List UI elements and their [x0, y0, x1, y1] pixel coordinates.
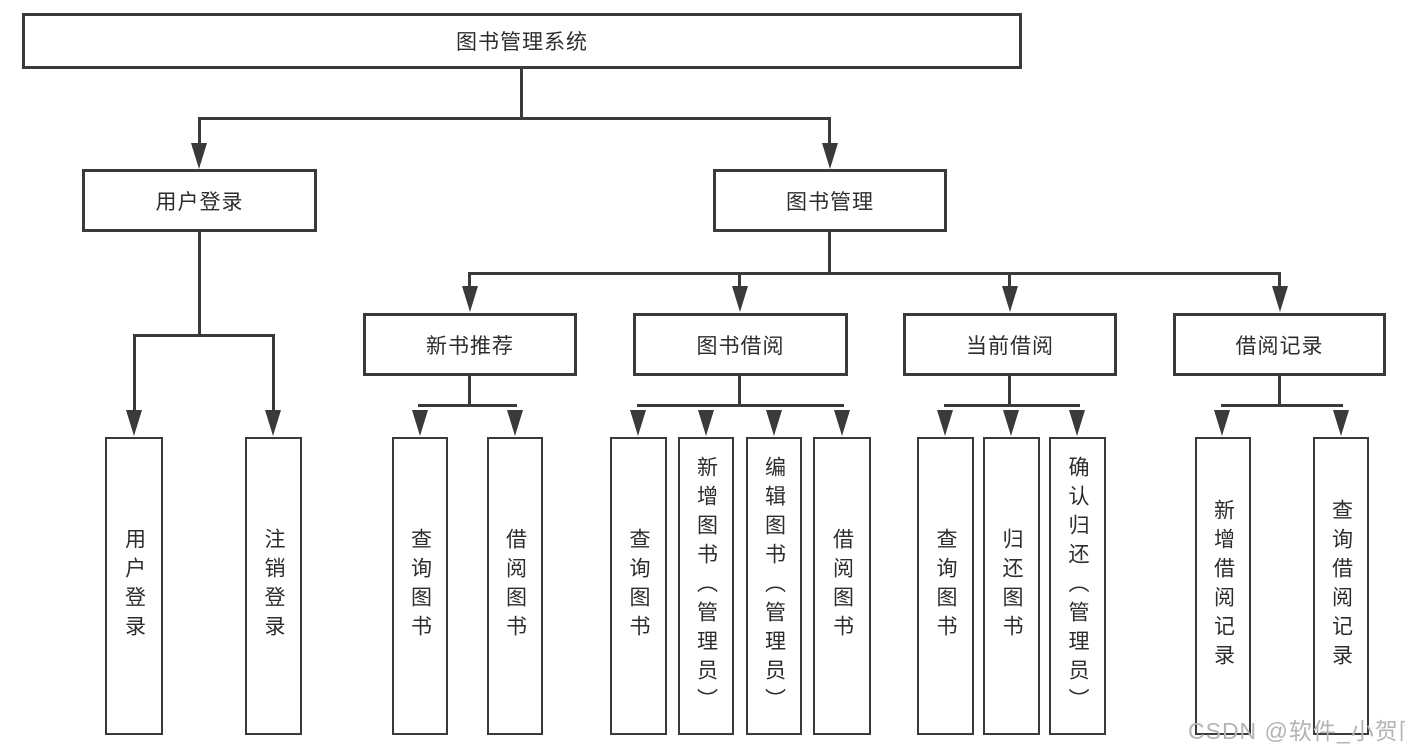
leaf-query-books-recommend: 查询图书 — [392, 437, 448, 735]
node-new-book-recommend: 新书推荐 — [363, 313, 577, 376]
leaf-add-borrow-record: 新增借阅记录 — [1195, 437, 1251, 735]
leaf-add-book-admin: 新增图书（管理员） — [678, 437, 734, 735]
leaf-label: 查询图书 — [627, 528, 651, 644]
connector-line — [1278, 272, 1281, 290]
leaf-logout: 注销登录 — [245, 437, 302, 735]
leaf-query-books-borrow: 查询图书 — [610, 437, 667, 735]
arrowhead-icon — [732, 286, 748, 312]
node-borrow-records: 借阅记录 — [1173, 313, 1386, 376]
leaf-confirm-return-admin: 确认归还（管理员） — [1049, 437, 1106, 735]
leaf-borrow-books: 借阅图书 — [813, 437, 871, 735]
arrowhead-icon — [1003, 410, 1019, 436]
arrowhead-icon — [698, 410, 714, 436]
leaf-borrow-books-recommend: 借阅图书 — [487, 437, 543, 735]
node-book-management: 图书管理 — [713, 169, 947, 232]
arrowhead-icon — [265, 410, 281, 436]
connector-line — [738, 272, 741, 290]
arrowhead-icon — [507, 410, 523, 436]
connector-line — [828, 231, 831, 274]
connector-line — [637, 404, 844, 407]
connector-line — [1008, 375, 1011, 407]
connector-line — [198, 117, 831, 120]
node-current-borrow: 当前借阅 — [903, 313, 1117, 376]
arrowhead-icon — [191, 143, 207, 169]
connector-line — [468, 272, 471, 290]
leaf-return-book: 归还图书 — [983, 437, 1040, 735]
arrowhead-icon — [1272, 286, 1288, 312]
connector-line — [468, 272, 1281, 275]
connector-line — [520, 68, 523, 119]
connector-line — [1008, 272, 1011, 290]
arrowhead-icon — [766, 410, 782, 436]
connector-line — [828, 117, 831, 147]
connector-line — [1221, 404, 1343, 407]
connector-line — [133, 334, 136, 414]
connector-line — [944, 404, 1080, 407]
arrowhead-icon — [1333, 410, 1349, 436]
node-book-management-system: 图书管理系统 — [22, 13, 1022, 69]
arrowhead-icon — [1214, 410, 1230, 436]
leaf-label: 编辑图书（管理员） — [762, 455, 786, 717]
leaf-query-books-current: 查询图书 — [917, 437, 974, 735]
leaf-label: 借阅图书 — [503, 528, 527, 644]
leaf-label: 借阅图书 — [830, 528, 854, 644]
arrowhead-icon — [412, 410, 428, 436]
leaf-label: 归还图书 — [1000, 528, 1024, 644]
leaf-label: 用户登录 — [122, 528, 146, 644]
arrowhead-icon — [462, 286, 478, 312]
leaf-label: 新增借阅记录 — [1211, 499, 1235, 673]
arrowhead-icon — [1069, 410, 1085, 436]
leaf-user-login: 用户登录 — [105, 437, 163, 735]
connector-line — [1278, 375, 1281, 407]
arrowhead-icon — [630, 410, 646, 436]
arrowhead-icon — [834, 410, 850, 436]
leaf-label: 查询图书 — [408, 528, 432, 644]
connector-line — [198, 117, 201, 147]
arrowhead-icon — [937, 410, 953, 436]
connector-line — [133, 334, 275, 337]
leaf-query-borrow-record: 查询借阅记录 — [1313, 437, 1369, 735]
connector-line — [738, 375, 741, 407]
csdn-watermark: CSDN @软件_小贺同学 — [1188, 718, 1405, 744]
connector-line — [418, 404, 517, 407]
leaf-label: 确认归还（管理员） — [1066, 455, 1090, 717]
connector-line — [468, 375, 471, 407]
node-book-borrow: 图书借阅 — [633, 313, 848, 376]
arrowhead-icon — [1002, 286, 1018, 312]
leaf-label: 新增图书（管理员） — [694, 455, 718, 717]
leaf-label: 注销登录 — [262, 528, 286, 644]
node-user-login: 用户登录 — [82, 169, 317, 232]
arrowhead-icon — [822, 143, 838, 169]
connector-line — [272, 334, 275, 414]
leaf-label: 查询图书 — [934, 528, 958, 644]
arrowhead-icon — [126, 410, 142, 436]
leaf-label: 查询借阅记录 — [1329, 499, 1353, 673]
connector-line — [198, 231, 201, 335]
leaf-edit-book-admin: 编辑图书（管理员） — [746, 437, 802, 735]
